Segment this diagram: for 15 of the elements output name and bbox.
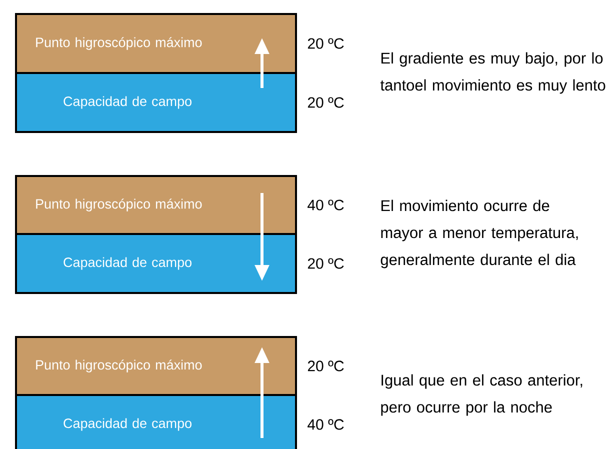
soil-layer: Punto higroscópico máximo [15,336,297,396]
temperature-label: 20 ºC [308,258,344,269]
temperature-label: 40 ºC [308,419,344,430]
description-text: El movimiento ocurre de mayor a menor temperatura, generalmente durante el dia [380,200,578,268]
soil-layer: Capacidad de campo [15,233,297,294]
soil-layer: Punto higroscópico máximo [15,175,297,235]
soil-layer: Punto higroscópico máximo [15,13,297,74]
soil-layer: Capacidad de campo [15,394,297,449]
temperature-label: 20 ºC [308,97,344,108]
temperature-label: 20 ºC [308,38,344,49]
temperature-label: 40 ºC [308,200,344,210]
description-text: El gradiente es muy bajo, por lo tantoel movimiento es muy lento [380,52,606,94]
soil-layer: Capacidad de campo [15,72,297,133]
temperature-label: 20 ºC [308,360,344,372]
description-text: Igual que en el caso anterior, pero ocurre por la noche [381,374,582,416]
